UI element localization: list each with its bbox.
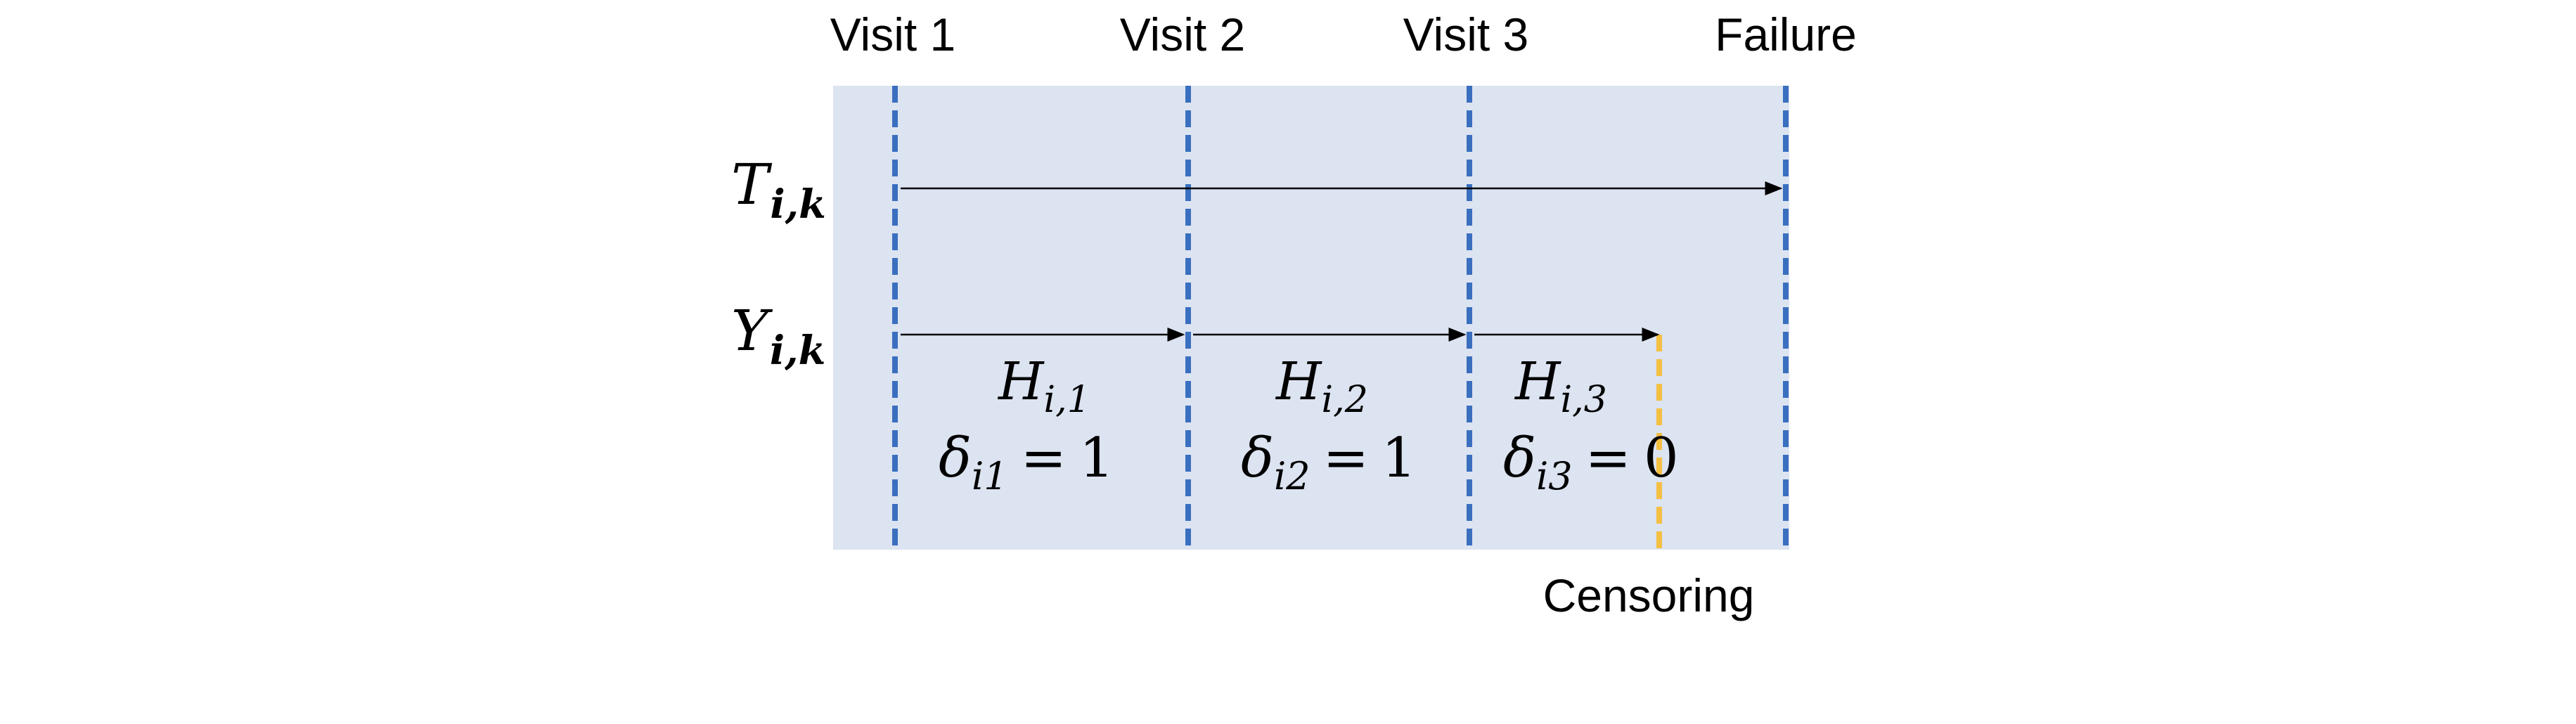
t-symbol: T <box>731 152 773 217</box>
visit-3-label: Visit 3 <box>1403 8 1529 60</box>
delta-interval-1: δi1=1 <box>939 427 1114 498</box>
h-interval-1: Hi,1 <box>997 351 1090 421</box>
visit-2-label: Visit 2 <box>1120 8 1246 60</box>
h-interval-3: Hi,3 <box>1514 351 1607 421</box>
t-row-label: Ti,k <box>731 152 826 228</box>
failure-label: Failure <box>1715 8 1857 60</box>
delta-interval-3: δi3=0 <box>1503 427 1679 498</box>
y-subscript: i,k <box>770 328 826 374</box>
y-symbol: Y <box>731 298 773 363</box>
h-interval-2: Hi,2 <box>1275 351 1368 421</box>
timeline-panel <box>833 86 1789 550</box>
visit-1-label: Visit 1 <box>830 8 956 60</box>
delta-interval-2: δi2=1 <box>1241 427 1417 498</box>
t-subscript: i,k <box>770 181 826 228</box>
y-row-label: Yi,k <box>731 298 825 374</box>
censoring-label: Censoring <box>1543 569 1755 621</box>
